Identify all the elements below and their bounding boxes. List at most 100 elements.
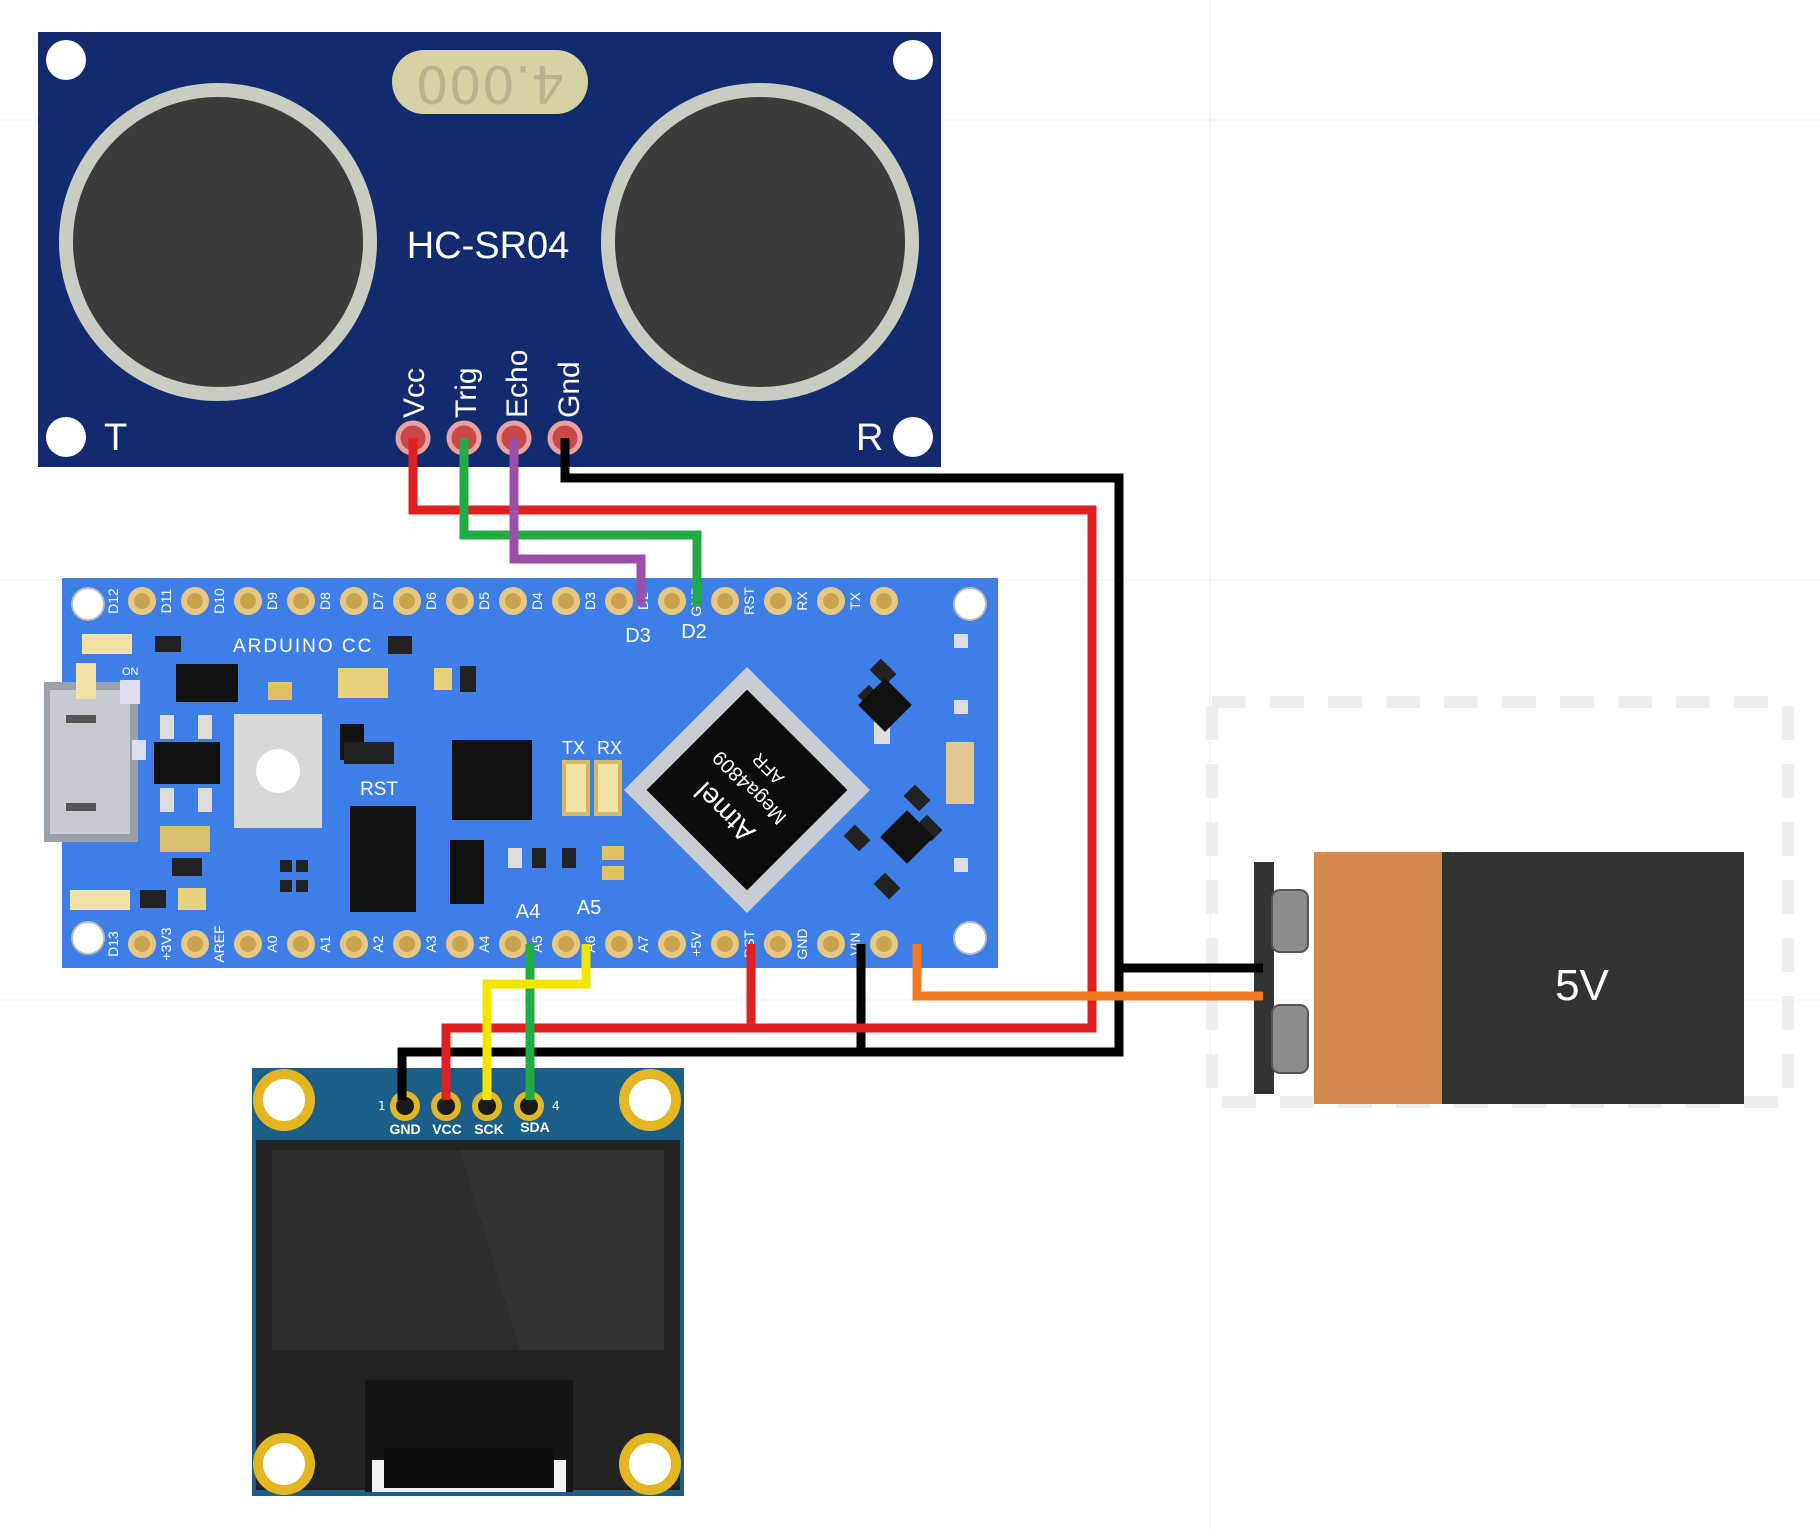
- mount-hole-tl: [46, 40, 86, 80]
- wire-yellow-a5-sck[interactable]: [482, 944, 591, 1100]
- header-label-bottom-1: +3V3: [158, 927, 174, 960]
- oled-display[interactable]: 1 4 GND VCC SCK SDA: [252, 1068, 684, 1496]
- ultrasonic-sensor[interactable]: 4.000 HC-SR04 T R Vcc Trig Echo Gnd: [38, 32, 941, 467]
- header-pad-bottom-0[interactable]: [128, 930, 156, 958]
- oled-pin-sda-label: SDA: [520, 1119, 550, 1135]
- callout-a5: A5: [577, 897, 601, 919]
- header-label-top-8: D4: [529, 592, 545, 610]
- reset-button[interactable]: [234, 714, 322, 828]
- tx-rx-leds: [562, 760, 622, 816]
- header-pad-top-2[interactable]: [234, 587, 262, 615]
- header-pad-bottom-7[interactable]: [499, 930, 527, 958]
- header-pad-bottom-8[interactable]: [552, 930, 580, 958]
- header-label-top-14: TX: [847, 591, 863, 610]
- header-label-bottom-13: GND: [794, 928, 810, 959]
- header-pad-bottom-14[interactable]: [870, 930, 898, 958]
- header-label-bottom-10: A7: [635, 935, 651, 952]
- wire-purple-echo-d3[interactable]: [509, 438, 646, 606]
- arduino-hole-br: [953, 921, 987, 955]
- oled-pin4-number: 4: [552, 1099, 560, 1113]
- header-label-bottom-2: AREF: [211, 925, 227, 962]
- battery[interactable]: 5V: [1206, 696, 1794, 1108]
- header-pad-bottom-13[interactable]: [817, 930, 845, 958]
- arduino-board[interactable]: Atmel Mega4809 AFR ARDUINO CC ON RST TX …: [44, 578, 998, 968]
- header-pad-top-12[interactable]: [764, 587, 792, 615]
- sensor-pins[interactable]: [395, 420, 583, 456]
- header-label-bottom-7: A4: [476, 935, 492, 952]
- header-pad-bottom-3[interactable]: [287, 930, 315, 958]
- arduino-on-label: ON: [122, 666, 139, 678]
- sensor-corner-t: T: [104, 417, 127, 459]
- battery-placeholder-outline: [1206, 696, 1794, 1108]
- arduino-hole-bl: [71, 921, 105, 955]
- oled-pin1-number: 1: [378, 1099, 386, 1113]
- header-pad-bottom-6[interactable]: [446, 930, 474, 958]
- sensor-pin-vcc-label: Vcc: [398, 368, 431, 418]
- header-pad-bottom-12[interactable]: [764, 930, 792, 958]
- header-pad-bottom-9[interactable]: [605, 930, 633, 958]
- header-pad-bottom-10[interactable]: [658, 930, 686, 958]
- sensor-corner-r: R: [856, 417, 883, 459]
- header-label-bottom-11: +5V: [688, 931, 704, 957]
- header-pad-top-14[interactable]: [870, 587, 898, 615]
- header-label-top-1: D11: [158, 588, 174, 613]
- header-pad-top-5[interactable]: [393, 587, 421, 615]
- header-label-top-13: RX: [794, 591, 810, 611]
- header-label-bottom-0: D13: [105, 931, 121, 957]
- battery-terminal-plate: [1254, 862, 1274, 1094]
- callout-d3: D3: [625, 625, 651, 647]
- header-pad-top-11[interactable]: [711, 587, 739, 615]
- header-label-top-0: D12: [105, 588, 121, 614]
- header-pad-top-9[interactable]: [605, 587, 633, 615]
- header-pad-bottom-2[interactable]: [234, 930, 262, 958]
- mount-hole-tr: [893, 40, 933, 80]
- wires: [397, 438, 1263, 1100]
- header-label-bottom-6: A3: [423, 935, 439, 952]
- oled-hole-tl: [253, 1069, 315, 1131]
- header-label-bottom-3: A0: [264, 935, 280, 952]
- sensor-model-label: HC-SR04: [407, 225, 570, 267]
- battery-terminal-pos: [1271, 1004, 1309, 1074]
- header-pad-top-13[interactable]: [817, 587, 845, 615]
- wire-black-sensor-gnd[interactable]: [397, 438, 1124, 1100]
- header-label-top-6: D6: [423, 592, 439, 610]
- header-pad-top-6[interactable]: [446, 587, 474, 615]
- mount-hole-br: [893, 417, 933, 457]
- arduino-components: [70, 634, 974, 910]
- header-pad-top-0[interactable]: [128, 587, 156, 615]
- mcu-chip: [623, 666, 871, 914]
- header-pad-bottom-4[interactable]: [340, 930, 368, 958]
- transmitter-transducer: [59, 83, 377, 401]
- header-pad-top-4[interactable]: [340, 587, 368, 615]
- header-pad-top-7[interactable]: [499, 587, 527, 615]
- header-pad-bottom-1[interactable]: [181, 930, 209, 958]
- header-label-top-12: RST: [741, 587, 757, 615]
- mount-hole-bl: [46, 417, 86, 457]
- arduino-hole-tr: [953, 587, 987, 621]
- oled-hole-bl: [253, 1433, 315, 1495]
- header-label-top-5: D7: [370, 592, 386, 610]
- callout-d2: D2: [681, 621, 707, 643]
- wire-green-trig-d2[interactable]: [459, 438, 702, 606]
- oled-ribbon-inner: [384, 1448, 554, 1488]
- oled-hole-tr: [619, 1069, 681, 1131]
- voltage-regulator-chip: [350, 806, 416, 912]
- usb-connector: [44, 682, 138, 842]
- header-pad-top-10[interactable]: [658, 587, 686, 615]
- oled-glare: [460, 1150, 664, 1350]
- wire-red-sensor-vcc[interactable]: [408, 438, 1097, 1100]
- header-label-bottom-5: A2: [370, 935, 386, 952]
- crystal-label: 4.000: [416, 53, 565, 113]
- sensor-pin-echo-label: Echo: [501, 350, 534, 418]
- header-pad-top-8[interactable]: [552, 587, 580, 615]
- wire-orange-vin-battery[interactable]: [912, 944, 1263, 1001]
- header-pad-top-3[interactable]: [287, 587, 315, 615]
- small-chip: [450, 840, 484, 904]
- header-pad-bottom-5[interactable]: [393, 930, 421, 958]
- header-pad-top-1[interactable]: [181, 587, 209, 615]
- battery-voltage-label: 5V: [1555, 961, 1609, 1010]
- header-pad-bottom-11[interactable]: [711, 930, 739, 958]
- arduino-rst-label: RST: [360, 779, 398, 800]
- header-label-top-9: D3: [582, 592, 598, 610]
